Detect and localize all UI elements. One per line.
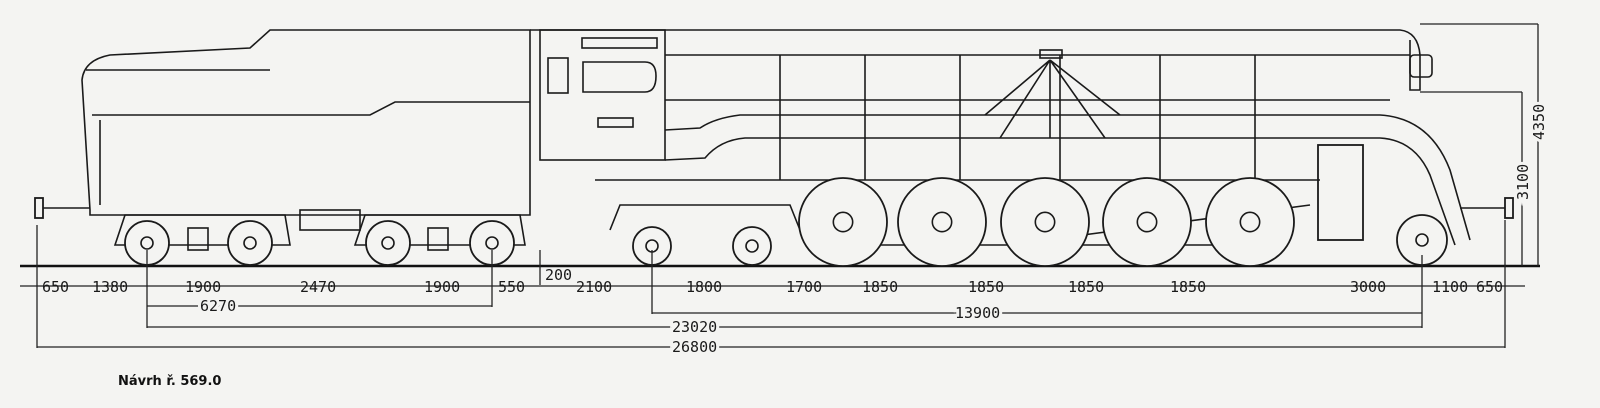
cab xyxy=(539,29,666,161)
dim-label: 1380 xyxy=(92,278,128,296)
number-plate xyxy=(597,117,634,128)
cab-door-window xyxy=(547,57,569,94)
dim-label: 200 xyxy=(545,266,572,284)
cab-plate xyxy=(581,37,658,49)
wheel-hub xyxy=(1136,211,1158,233)
dim-label: 1850 xyxy=(1170,278,1206,296)
wheel-hub xyxy=(745,239,759,253)
dim-total-height: 4350 xyxy=(1530,104,1548,140)
dim-label: 1850 xyxy=(862,278,898,296)
wheel-hub xyxy=(243,236,257,250)
tender xyxy=(34,29,531,251)
cylinder xyxy=(1317,144,1364,241)
cab-window xyxy=(582,61,657,93)
wheel-hub xyxy=(1034,211,1056,233)
dim-label: 2100 xyxy=(576,278,612,296)
dimension-lines xyxy=(20,23,1539,348)
lamp xyxy=(1409,54,1433,78)
dim-label: 1100 xyxy=(1432,278,1468,296)
dim-label: 650 xyxy=(1476,278,1503,296)
dim-label: 1800 xyxy=(686,278,722,296)
wheel-hub xyxy=(1239,211,1261,233)
wheel-hub xyxy=(1415,233,1429,247)
driving-wheel xyxy=(1205,177,1295,267)
front-buffer xyxy=(1504,197,1514,219)
driving-wheel xyxy=(897,177,987,267)
dim-label: 1850 xyxy=(1068,278,1104,296)
dimension-labels: 650 1380 1900 2470 1900 550 200 2100 180… xyxy=(42,101,1551,359)
drawing-caption: Návrh ř. 569.0 xyxy=(118,374,222,389)
dim-label: 650 xyxy=(42,278,69,296)
dim-label: 2470 xyxy=(300,278,336,296)
locomotive xyxy=(530,29,1514,246)
dim-total-wheelbase: 23020 xyxy=(672,318,717,336)
dim-tender-wheelbase: 6270 xyxy=(200,297,236,315)
dim-label: 1700 xyxy=(786,278,822,296)
tender-wheel xyxy=(365,220,411,266)
dim-buffer-height: 3100 xyxy=(1514,164,1532,200)
dim-label: 3000 xyxy=(1350,278,1386,296)
dim-label: 1850 xyxy=(968,278,1004,296)
dim-loco-wheelbase: 13900 xyxy=(955,304,1000,322)
dim-label: 1900 xyxy=(185,278,221,296)
dim-label: 1900 xyxy=(424,278,460,296)
tender-buffer xyxy=(34,197,44,219)
wheel-hub xyxy=(931,211,953,233)
driving-wheel xyxy=(1000,177,1090,267)
dim-length-over-buffers: 26800 xyxy=(672,338,717,356)
wheel-hub xyxy=(140,236,154,250)
driving-wheel xyxy=(798,177,888,267)
leading-wheel xyxy=(732,226,772,266)
wheel-hub xyxy=(832,211,854,233)
tender-wheel xyxy=(227,220,273,266)
wheel-hub xyxy=(381,236,395,250)
dim-label: 550 xyxy=(498,278,525,296)
driving-wheel xyxy=(1102,177,1192,267)
wheel-hub xyxy=(485,236,499,250)
